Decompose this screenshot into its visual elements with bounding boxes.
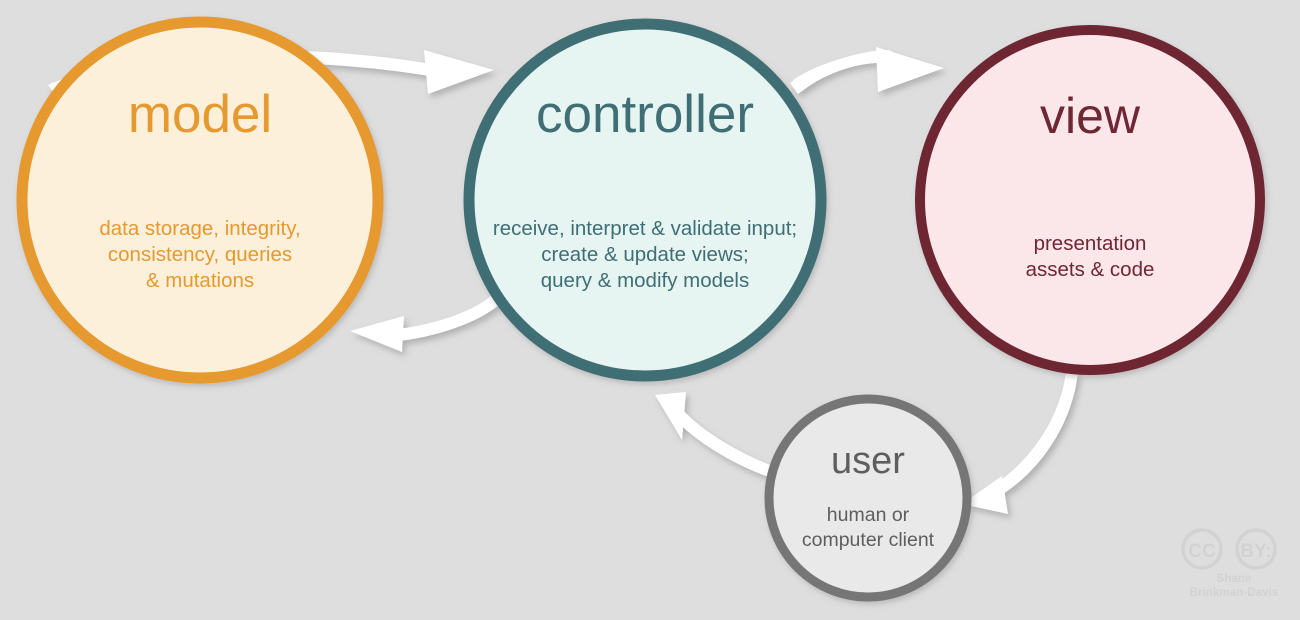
by-mark-label: BY: <box>1240 541 1271 562</box>
cc-mark-label: CC <box>1188 541 1216 562</box>
arrow-controller-to-view <box>790 47 944 94</box>
arrow-view-to-user <box>962 371 1078 514</box>
cc-by-license-icon: CC BY: <box>1181 528 1277 570</box>
arrow-controller-to-model <box>350 295 500 352</box>
creative-commons-attribution: CC BY: Shane Brinkman-Davis <box>1178 528 1290 602</box>
arrow-model-to-controller <box>48 50 494 96</box>
arrow-user-to-controller <box>655 392 778 479</box>
attribution-author: Shane Brinkman-Davis <box>1189 573 1279 599</box>
